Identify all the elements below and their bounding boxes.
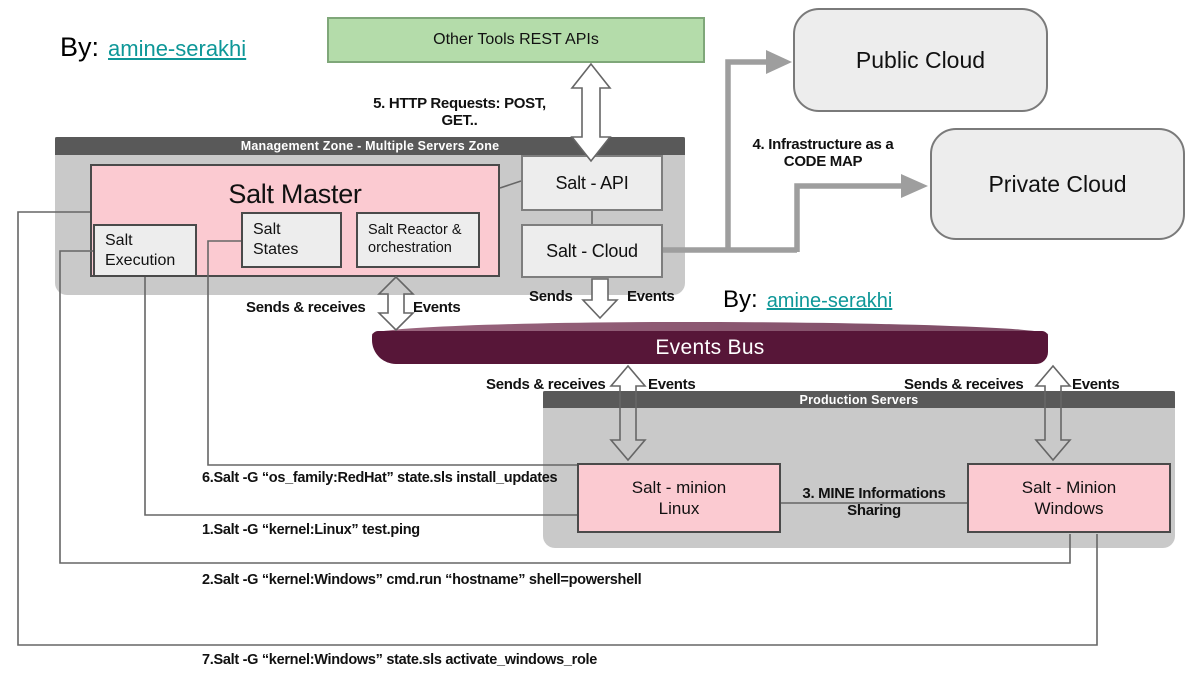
byline-top-prefix: By: [60, 32, 100, 62]
production-zone-header: Production Servers [543, 391, 1175, 408]
label-events-master: Events [413, 299, 461, 316]
other-tools-label: Other Tools REST APIs [433, 31, 599, 48]
management-zone-title: Management Zone - Multiple Servers Zone [240, 139, 500, 153]
arrowhead-public-cloud [766, 50, 792, 74]
command-6-install-updates: 6.Salt -G “os_family:RedHat” state.sls i… [202, 470, 558, 486]
label-mine-sharing: 3. MINE Informations Sharing [802, 485, 946, 520]
byline-middle: By: amine-serakhi [723, 286, 892, 314]
salt-api-label: Salt - API [555, 172, 629, 193]
byline-top-link[interactable]: amine-serakhi [108, 36, 247, 61]
node-salt-execution: Salt Execution [93, 224, 197, 277]
private-cloud-label: Private Cloud [988, 170, 1127, 197]
command-1-test-ping: 1.Salt -G “kernel:Linux” test.ping [202, 522, 420, 538]
minion-windows-label: Salt - Minion Windows [1021, 477, 1117, 518]
label-sends-cloud: Sends [529, 288, 573, 305]
label-sends-receives-linux: Sends & receives [486, 376, 606, 393]
label-events-cloud: Events [627, 288, 675, 305]
node-salt-minion-windows: Salt - Minion Windows [967, 463, 1171, 533]
node-salt-reactor: Salt Reactor & orchestration [356, 212, 480, 268]
label-sends-receives-windows: Sends & receives [904, 376, 1024, 393]
node-other-tools-rest-apis: Other Tools REST APIs [327, 17, 705, 63]
arrowhead-private-cloud [901, 174, 928, 198]
minion-linux-label: Salt - minion Linux [631, 477, 727, 518]
label-events-linux: Events [648, 376, 696, 393]
byline-middle-link[interactable]: amine-serakhi [766, 290, 893, 312]
node-private-cloud: Private Cloud [930, 128, 1185, 240]
byline-top: By: amine-serakhi [60, 32, 246, 63]
production-zone-title: Production Servers [799, 392, 919, 407]
salt-cloud-label: Salt - Cloud [546, 240, 638, 261]
salt-states-label: Salt States [253, 221, 299, 258]
label-http-requests: 5. HTTP Requests: POST, GET.. [373, 95, 546, 130]
node-public-cloud: Public Cloud [793, 8, 1048, 112]
node-salt-api: Salt - API [521, 155, 663, 211]
salt-master-label: Salt Master [228, 179, 362, 209]
public-cloud-label: Public Cloud [855, 46, 986, 73]
node-salt-minion-linux: Salt - minion Linux [577, 463, 781, 533]
command-7-activate-windows-role: 7.Salt -G “kernel:Windows” state.sls act… [202, 652, 598, 668]
node-salt-states: Salt States [241, 212, 342, 268]
byline-middle-prefix: By: [723, 286, 758, 313]
label-sends-receives-master: Sends & receives [246, 299, 366, 316]
node-salt-cloud: Salt - Cloud [521, 224, 663, 278]
salt-reactor-label: Salt Reactor & orchestration [368, 222, 462, 256]
label-infrastructure-as-code: 4. Infrastructure as a CODE MAP [752, 136, 894, 171]
command-2-cmd-run: 2.Salt -G “kernel:Windows” cmd.run “host… [202, 572, 642, 588]
events-bus-label: Events Bus [655, 335, 765, 359]
management-zone-header: Management Zone - Multiple Servers Zone [55, 137, 685, 155]
salt-execution-label: Salt Execution [105, 231, 176, 269]
events-bus: Events Bus [372, 331, 1048, 364]
label-events-windows: Events [1072, 376, 1120, 393]
